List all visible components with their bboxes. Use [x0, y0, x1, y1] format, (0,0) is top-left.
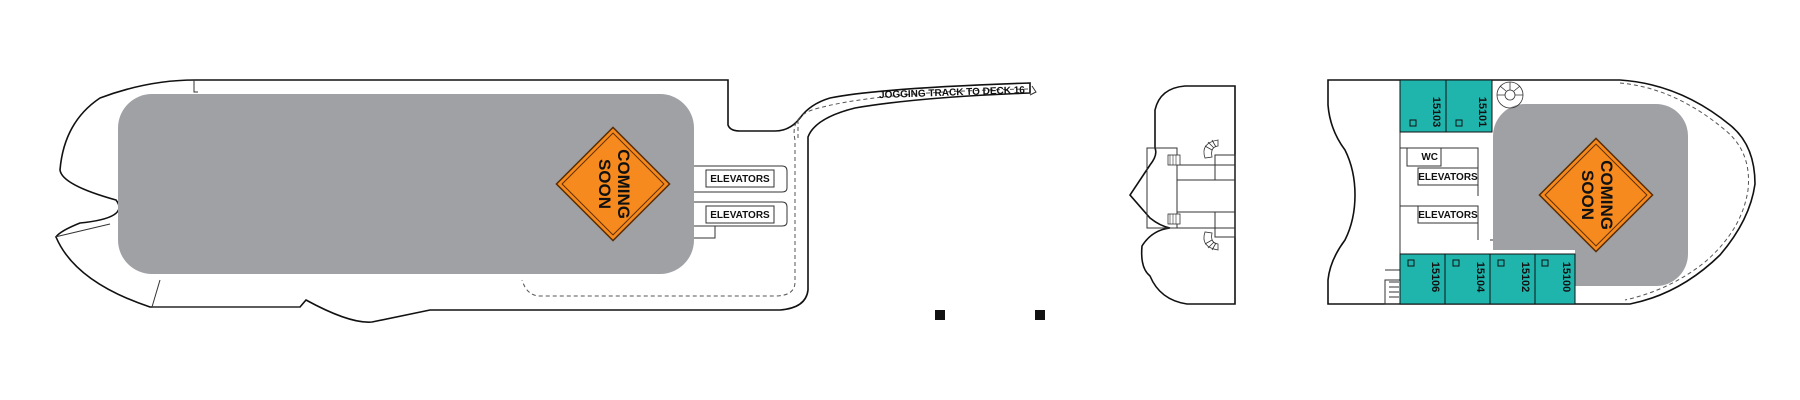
aft-soon-label: SOON [1578, 170, 1597, 220]
forward-walkway-dashed [521, 88, 1029, 297]
forward-soon-label: SOON [595, 159, 614, 209]
cabin-15101-label: 15101 [1476, 97, 1488, 128]
cabin-15103-label: 15103 [1430, 97, 1442, 128]
aft-elevators-top-label: ELEVATORS [1418, 172, 1478, 183]
midship-outline [1128, 85, 1236, 305]
marker-square-right [1035, 310, 1045, 320]
wc-label: WC [1421, 152, 1438, 163]
cabin-15101[interactable] [1445, 79, 1493, 133]
aft-coming-label: COMING [1597, 160, 1616, 230]
forward-elevators-top-label: ELEVATORS [710, 174, 770, 185]
aft-section: WC ELEVATORS ELEVATORS 15103 15101 15106… [1327, 79, 1756, 305]
forward-coming-label: COMING [614, 149, 633, 219]
cabin-row-top: 15103 15101 [1399, 79, 1493, 133]
coming-soon-sign-icon: COMING SOON [1538, 137, 1654, 253]
cabin-15104-label: 15104 [1474, 262, 1486, 293]
forward-elevators-bottom-label: ELEVATORS [710, 210, 770, 221]
coming-soon-sign-icon: COMING SOON [555, 126, 671, 242]
aft-elevators-bottom-label: ELEVATORS [1418, 210, 1478, 221]
stair-icon [1167, 154, 1181, 225]
cabin-row-bottom: 15106 15104 15102 15100 [1399, 253, 1576, 305]
midship-section [1128, 85, 1236, 305]
spiral-stair-icon [1203, 139, 1219, 251]
forward-gray-area [118, 94, 694, 274]
forward-section: ELEVATORS ELEVATORS COMING SOON JOGGING … [54, 79, 1037, 323]
spiral-stair-icon [1496, 81, 1524, 109]
cabin-15103[interactable] [1399, 79, 1447, 133]
jogging-track-label: JOGGING TRACK TO DECK 16 [879, 85, 1026, 101]
marker-square-left [935, 310, 945, 320]
cabin-15100-label: 15100 [1560, 262, 1572, 293]
cabin-15106-label: 15106 [1429, 262, 1441, 293]
cabin-15102-label: 15102 [1519, 262, 1531, 293]
jogging-track-arrow-icon [1029, 85, 1037, 96]
